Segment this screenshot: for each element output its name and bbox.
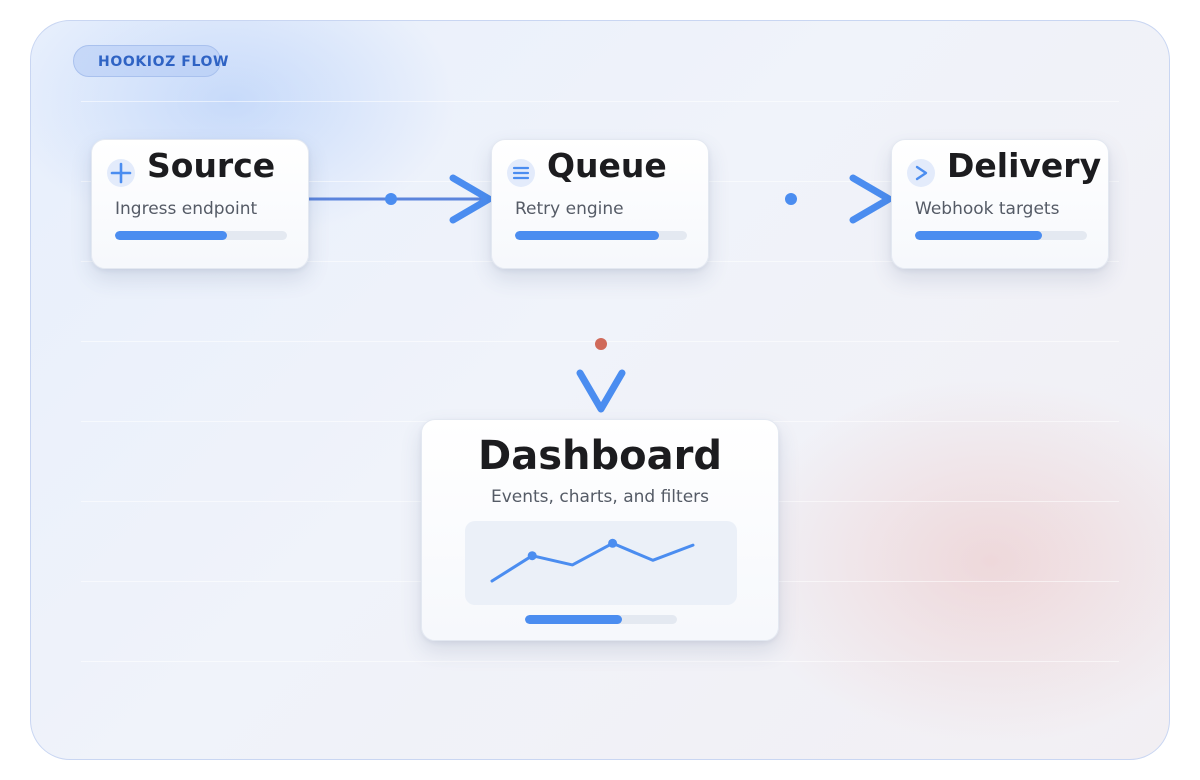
edge-queue-delivery — [709, 174, 893, 224]
node-subtitle: Retry engine — [515, 199, 624, 219]
connections — [309, 174, 893, 413]
edge-dot — [595, 338, 607, 350]
arrowhead-icon — [849, 174, 893, 224]
plus-icon — [107, 159, 135, 187]
node-delivery[interactable]: Delivery Webhook targets — [891, 139, 1109, 269]
progress-bar — [515, 231, 687, 240]
flow-badge: HOOKIOZ FLOW — [73, 45, 228, 77]
sparkline-svg — [490, 538, 695, 583]
sparkline-point — [608, 538, 618, 548]
sparkline-chart — [465, 521, 737, 605]
node-dashboard[interactable]: Dashboard Events, charts, and filters — [421, 419, 779, 641]
progress-fill — [525, 615, 623, 624]
node-subtitle: Ingress endpoint — [115, 199, 258, 219]
lines-icon — [507, 159, 535, 187]
grid-line — [81, 661, 1119, 662]
progress-bar — [525, 615, 677, 624]
progress-bar — [115, 231, 287, 240]
edge-dot — [385, 193, 397, 205]
sparkline-point — [527, 551, 537, 561]
node-title: Delivery — [947, 146, 1102, 185]
node-subtitle: Events, charts, and filters — [490, 487, 709, 507]
arrowhead-icon — [449, 174, 493, 224]
grid-line — [81, 101, 1119, 102]
node-title: Source — [147, 146, 276, 185]
chevron-right-icon — [907, 159, 935, 187]
edge-source-queue — [309, 174, 493, 224]
node-title: Dashboard — [478, 433, 722, 479]
progress-fill — [115, 231, 227, 240]
node-subtitle: Webhook targets — [915, 199, 1060, 219]
sparkline-line — [490, 541, 695, 583]
progress-bar — [915, 231, 1087, 240]
node-title: Queue — [547, 146, 667, 185]
progress-fill — [915, 231, 1043, 240]
arrowhead-icon — [576, 369, 626, 413]
edge-dot — [785, 193, 797, 205]
edge-queue-dashboard — [576, 278, 626, 413]
node-queue[interactable]: Queue Retry engine — [491, 139, 709, 269]
flow-canvas: HOOKIOZ FLOW — [30, 20, 1170, 760]
progress-fill — [515, 231, 660, 240]
node-source[interactable]: Source Ingress endpoint — [91, 139, 309, 269]
